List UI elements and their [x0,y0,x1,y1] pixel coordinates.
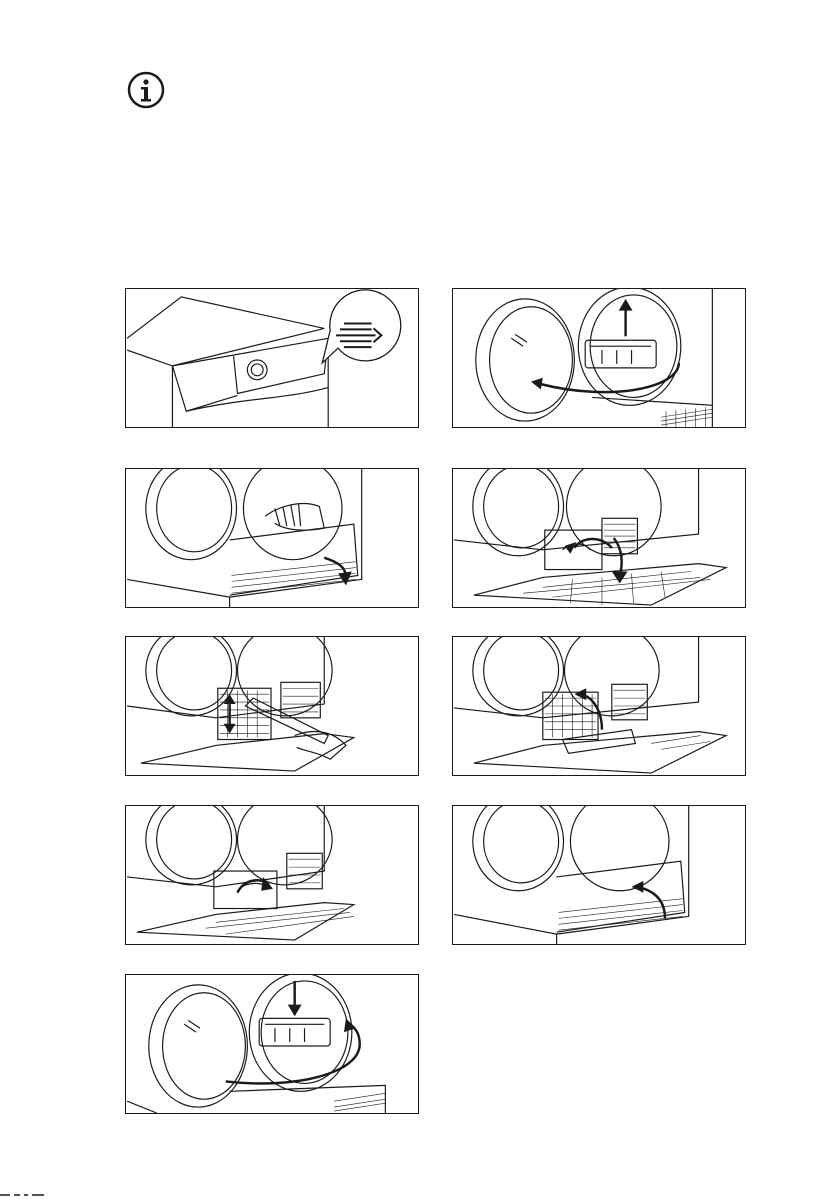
step-9-illustration [125,974,419,1114]
step-8-illustration [452,805,746,945]
step-1-illustration [125,288,419,428]
page-edge-mark [0,1184,60,1192]
info-icon [126,70,166,110]
filter-cleaning-icon [322,290,401,363]
step-5-illustration [125,636,419,776]
step-7-illustration [125,805,419,945]
step-2-illustration [452,288,746,428]
step-4-illustration [452,468,746,608]
step-6-illustration [452,636,746,776]
step-3-illustration [125,468,419,608]
